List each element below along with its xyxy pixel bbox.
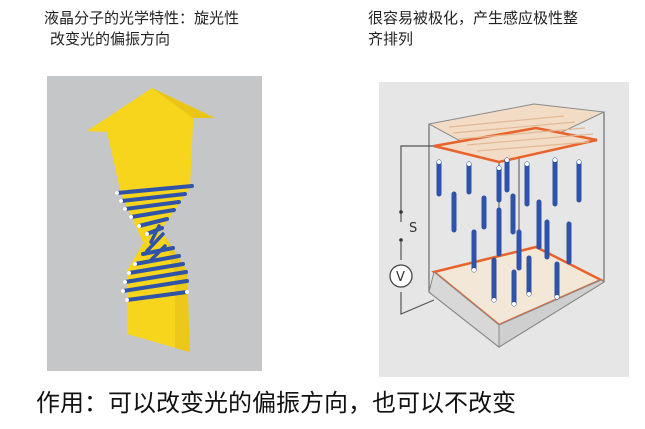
arrow-head-shade (152, 88, 215, 118)
switch-contact-bottom (399, 238, 403, 242)
molecule (119, 192, 187, 203)
molecule (145, 232, 165, 253)
bottom-summary-text: 作用：可以改变光的偏振方向，也可以不改变 (36, 389, 516, 417)
molecule (149, 224, 161, 244)
molecule (121, 279, 189, 293)
molecule (137, 217, 169, 228)
switch-label: S (409, 221, 417, 236)
voltmeter-icon (389, 264, 413, 288)
switch-contact-top (399, 210, 403, 214)
molecule (123, 200, 181, 211)
molecule-end-dots (115, 191, 189, 302)
right-caption-line2: 齐排列 (368, 30, 414, 48)
arrow-head (87, 88, 215, 132)
twisted-polarization-illustration (47, 76, 262, 371)
molecule (141, 246, 175, 256)
arrow-upper-body (107, 124, 193, 251)
molecule (133, 254, 181, 266)
right-caption-line1: 很容易被极化，产生感应极性整 (368, 9, 579, 27)
upper-helix-molecules (115, 184, 194, 236)
electrode-cell-illustration: S V (379, 82, 629, 377)
left-caption-line2: 改变光的偏振方向 (50, 30, 171, 48)
top-electrode-plate (427, 103, 606, 164)
lower-helix-molecules (121, 246, 189, 302)
molecule (129, 208, 176, 219)
aligned-molecules (436, 157, 582, 307)
molecule (125, 290, 189, 302)
molecule (145, 226, 164, 236)
molecule-end-dots (437, 158, 581, 306)
molecule (115, 184, 194, 195)
voltmeter-label: V (396, 270, 405, 285)
molecule (123, 270, 188, 284)
molecule (127, 262, 185, 275)
left-caption-line1: 液晶分子的光学特性：旋光性 (44, 9, 240, 27)
